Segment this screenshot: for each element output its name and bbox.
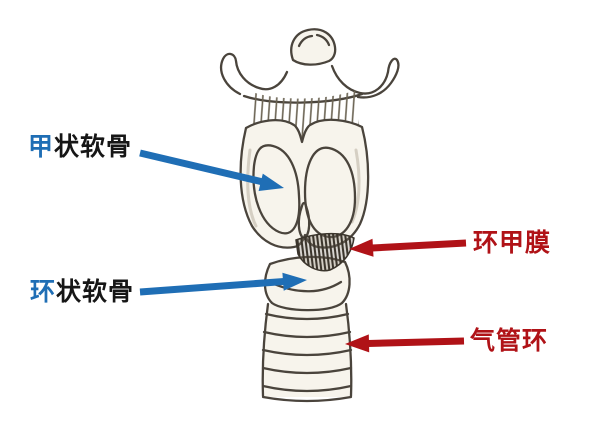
label-cricoid-cartilage-head: 环 bbox=[30, 278, 57, 306]
trachea-sketch bbox=[261, 302, 353, 403]
arrow-cricoid-cartilage bbox=[139, 272, 307, 296]
label-thyroid-cartilage-tail: 状软骨 bbox=[54, 133, 133, 161]
arrow-cricothyroid-membrane bbox=[349, 238, 467, 257]
label-cricoid-cartilage: 环状软骨 bbox=[30, 278, 134, 307]
cricothyroid-membrane-hatch bbox=[295, 232, 355, 272]
thyroid-cartilage-sketch bbox=[239, 118, 370, 249]
larynx-sketch bbox=[220, 28, 400, 403]
arrow-tracheal-rings bbox=[345, 334, 465, 353]
label-thyroid-cartilage-head: 甲 bbox=[28, 133, 55, 161]
annotation-arrows bbox=[139, 149, 467, 353]
label-tracheal-rings: 气管环 bbox=[470, 327, 549, 355]
arrow-thyroid-cartilage bbox=[139, 149, 284, 191]
label-cricoid-cartilage-tail: 状软骨 bbox=[56, 278, 135, 306]
epiglottis-sketch bbox=[290, 28, 337, 66]
label-thyroid-cartilage: 甲状软骨 bbox=[28, 133, 132, 162]
label-cricothyroid-membrane: 环甲膜 bbox=[473, 229, 552, 257]
